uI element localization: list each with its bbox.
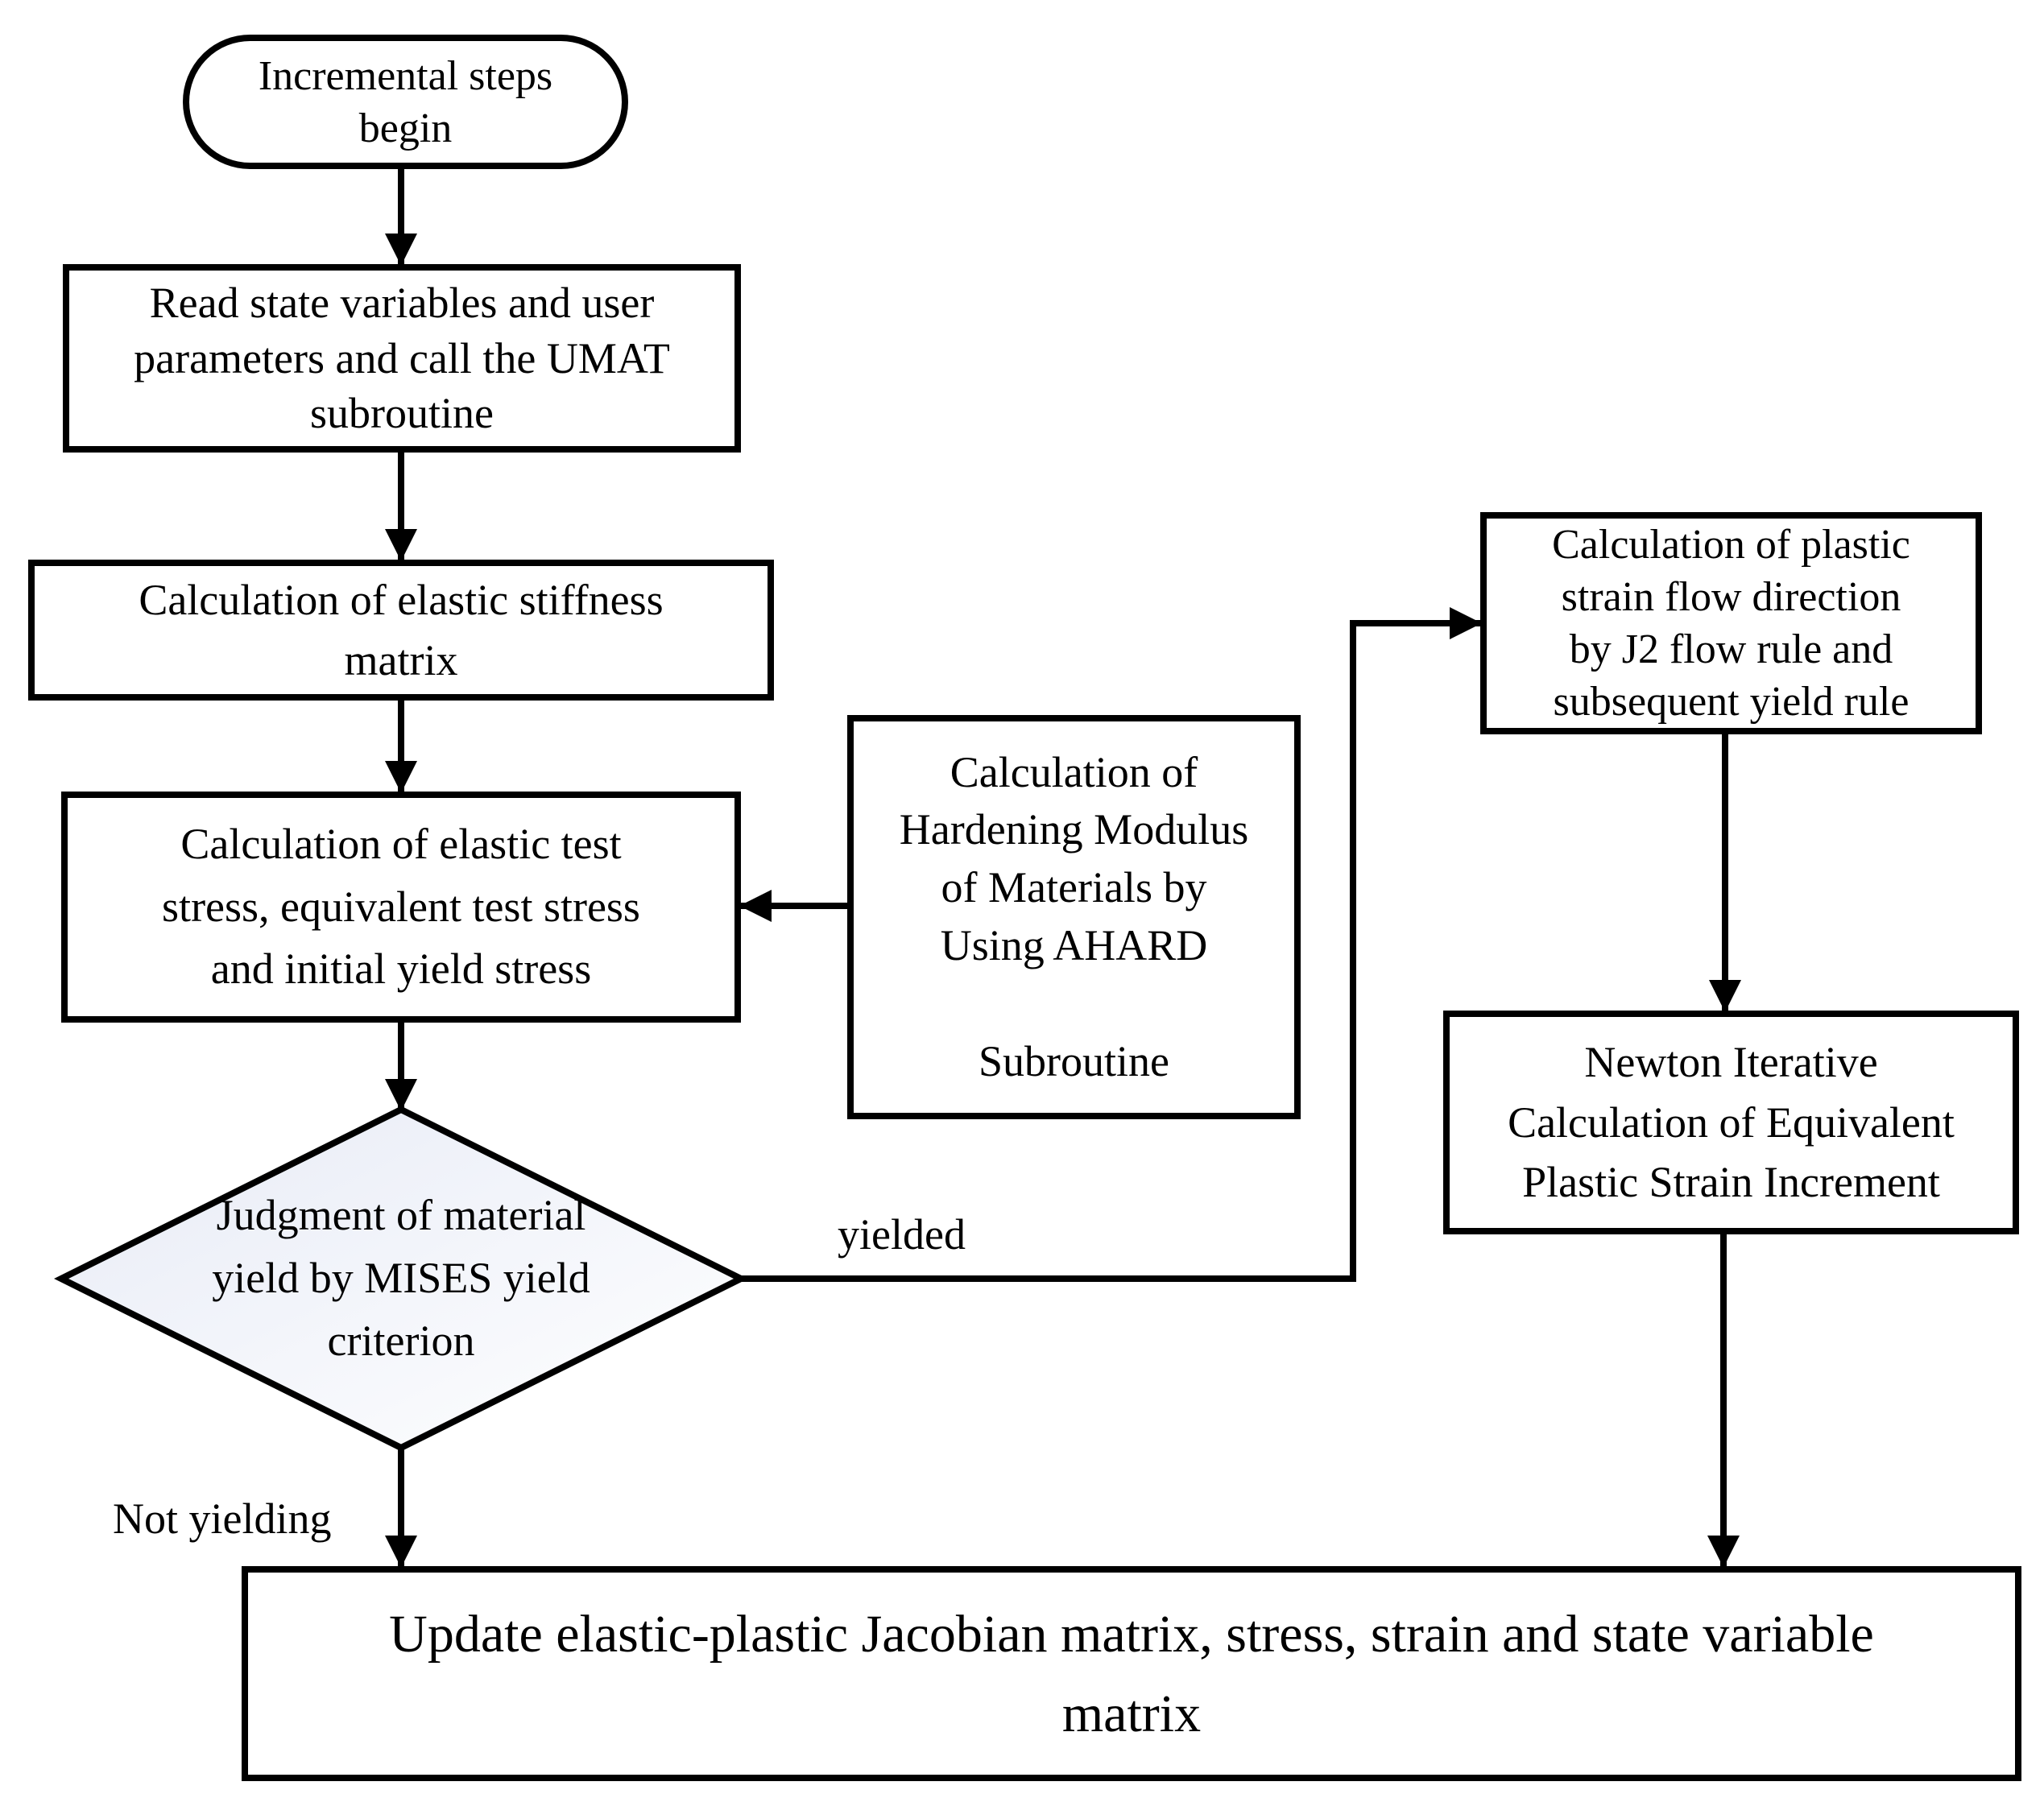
connector-decision-yielded-to-plastic-flow bbox=[741, 607, 1482, 1282]
newton-iterative-node: Newton Iterative Calculation of Equivale… bbox=[1443, 1011, 2019, 1234]
plastic-flow-direction-label: Calculation of plastic strain flow direc… bbox=[1552, 522, 1910, 725]
newton-iterative-label: Newton Iterative Calculation of Equivale… bbox=[1508, 1038, 1955, 1207]
mises-decision-label: Judgment of material yield by MISES yiel… bbox=[212, 1191, 590, 1365]
ahard-subroutine-label: Calculation of Hardening Modulus of Mate… bbox=[899, 747, 1249, 1085]
start-node-label: Incremental steps begin bbox=[258, 52, 553, 151]
mises-decision-node: Judgment of material yield by MISES yiel… bbox=[159, 1180, 643, 1377]
start-node: Incremental steps begin bbox=[183, 35, 628, 169]
read-state-variables-label: Read state variables and user parameters… bbox=[134, 279, 670, 438]
edge-label-yielded: yielded bbox=[838, 1210, 966, 1259]
update-jacobian-label: Update elastic-plastic Jacobian matrix, … bbox=[389, 1604, 1874, 1743]
elastic-test-stress-node: Calculation of elastic test stress, equi… bbox=[61, 792, 741, 1023]
edge-label-not-yielding: Not yielding bbox=[113, 1494, 332, 1543]
update-jacobian-node: Update elastic-plastic Jacobian matrix, … bbox=[242, 1566, 2021, 1781]
elastic-stiffness-node: Calculation of elastic stiffness matrix bbox=[28, 560, 774, 701]
ahard-subroutine-node: Calculation of Hardening Modulus of Mate… bbox=[847, 715, 1301, 1119]
elastic-test-stress-label: Calculation of elastic test stress, equi… bbox=[162, 819, 640, 994]
plastic-flow-direction-node: Calculation of plastic strain flow direc… bbox=[1480, 512, 1982, 734]
read-state-variables-node: Read state variables and user parameters… bbox=[63, 264, 741, 453]
elastic-stiffness-label: Calculation of elastic stiffness matrix bbox=[139, 575, 664, 684]
